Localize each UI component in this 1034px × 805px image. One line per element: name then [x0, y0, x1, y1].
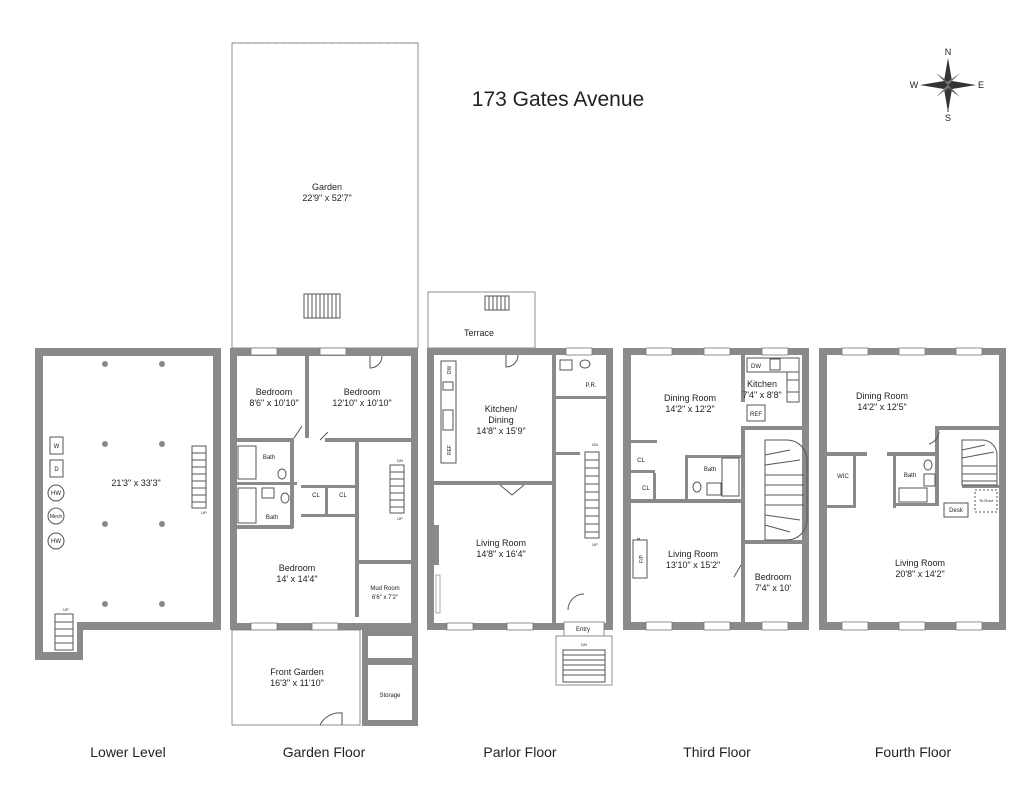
parlor-stair-up: UP: [592, 542, 598, 547]
fourth-living-dims: 20'8" x 14'2": [895, 569, 944, 579]
garden-cl2-label: CL: [339, 493, 347, 499]
caption-lower-level: Lower Level: [90, 744, 166, 760]
fourth-bath-label: Bath: [904, 473, 916, 479]
garden-bedroom3-label: Bedroom: [279, 563, 316, 573]
fourth-dining-dims: 14'2" x 12'5": [857, 402, 906, 412]
garden-bedroom2-label: Bedroom: [344, 387, 381, 397]
third-bedroom-label: Bedroom: [755, 572, 792, 582]
third-dw-label: DW: [751, 364, 761, 370]
parlor-living-label: Living Room: [476, 538, 526, 548]
parlor-kitchen-dims: 14'8" x 15'9": [476, 426, 525, 436]
front-garden-label: Front Garden: [270, 667, 324, 677]
lower-level-plan: UP UP W D HW Mech HW 21'3" x 33'3": [35, 348, 221, 660]
lower-level-dims: 21'3" x 33'3": [111, 478, 160, 488]
third-dining-dims: 14'2" x 12'2": [665, 404, 714, 414]
garden-floor-plan: Garden 22'9" x 52'7": [230, 42, 419, 726]
caption-garden-floor: Garden Floor: [283, 744, 366, 760]
storage-label: Storage: [379, 693, 401, 699]
lower-stair-up-label: UP: [201, 510, 207, 515]
parlor-kitchen-label: Kitchen/: [485, 404, 518, 414]
front-garden-dims: 16'3" x 11'10": [270, 678, 324, 688]
front-garden: [231, 629, 361, 726]
parlor-dw-label: DW: [447, 366, 453, 375]
third-ref-label: REF: [750, 412, 762, 418]
fourth-wic-label: WIC: [837, 474, 849, 480]
parlor-living-dims: 14'8" x 16'4": [476, 549, 525, 559]
third-dining-label: Dining Room: [664, 393, 716, 403]
parlor-kitchen-label2: Dining: [488, 415, 514, 425]
caption-parlor-floor: Parlor Floor: [483, 744, 556, 760]
fourth-desk-label: Desk: [949, 508, 964, 514]
fourth-dining-label: Dining Room: [856, 391, 908, 401]
washer-label: W: [54, 444, 60, 450]
parlor-ref-label: REF: [447, 445, 453, 455]
hot-water-label-1: HW: [51, 491, 61, 497]
third-living-label: Living Room: [668, 549, 718, 559]
mech-label: Mech: [50, 514, 62, 520]
garden-bedroom1-dims: 8'6" x 10'10": [249, 398, 298, 408]
stoop-dn: DN: [581, 642, 587, 647]
fourth-living-label: Living Room: [895, 558, 945, 568]
parlor-stair-dn: DN: [592, 442, 598, 447]
compass-n: N: [945, 47, 952, 57]
compass-s: S: [945, 113, 951, 123]
garden-dims: 22'9" x 52'7": [302, 193, 351, 203]
dryer-label: D: [54, 467, 59, 473]
garden-bath1-label: Bath: [263, 455, 275, 461]
compass-e: E: [978, 80, 984, 90]
caption-third-floor: Third Floor: [683, 744, 751, 760]
garden-bedroom1-label: Bedroom: [256, 387, 293, 397]
fourth-roof-label: To Roof: [979, 498, 994, 503]
garden-cl1-label: CL: [312, 493, 320, 499]
third-living-dims: 13'10" x 15'2": [666, 560, 720, 570]
rear-garden: [231, 42, 419, 349]
third-kitchen-dims: 7'4" x 8'8": [742, 390, 781, 400]
garden-mudroom-dims: 6'6" x 7'2": [372, 595, 398, 601]
garden-bedroom3-dims: 14' x 14'4": [276, 574, 317, 584]
compass-rose-icon: N S E W: [910, 47, 984, 123]
fourth-floor-plan: Dining Room 14'2" x 12'5" WIC Bath Desk …: [819, 347, 1006, 631]
garden-stair-up: UP: [397, 516, 403, 521]
third-cl1-label: CL: [637, 458, 645, 464]
garden-bath2-label: Bath: [266, 515, 278, 521]
third-fireplace-label: F/P: [639, 554, 645, 562]
hot-water-label-2: HW: [51, 539, 61, 545]
third-floor-plan: DW REF Kitchen 7'4" x 8'8" Dining Room 1…: [623, 347, 809, 631]
third-bath-label: Bath: [704, 467, 716, 473]
page-title: 173 Gates Avenue: [472, 88, 644, 111]
caption-fourth-floor: Fourth Floor: [875, 744, 952, 760]
third-bedroom-dims: 7'4" x 10': [755, 583, 791, 593]
entry-label: Entry: [576, 627, 590, 633]
parlor-floor-plan: Terrace DW REF Kitchen/ Dining 14'8" x 1…: [427, 291, 613, 686]
third-cl2-label: CL: [642, 486, 650, 492]
powder-room-label: P.R.: [586, 383, 597, 389]
garden-bedroom2-dims: 12'10" x 10'10": [332, 398, 391, 408]
garden-mudroom-label: Mud Room: [370, 586, 399, 592]
third-kitchen-label: Kitchen: [747, 379, 777, 389]
garden-stair-dn: DN: [397, 458, 403, 463]
garden-label: Garden: [312, 182, 342, 192]
compass-w: W: [910, 80, 919, 90]
lower-stair-up-label-2: UP: [63, 607, 69, 612]
terrace-label: Terrace: [464, 328, 494, 338]
